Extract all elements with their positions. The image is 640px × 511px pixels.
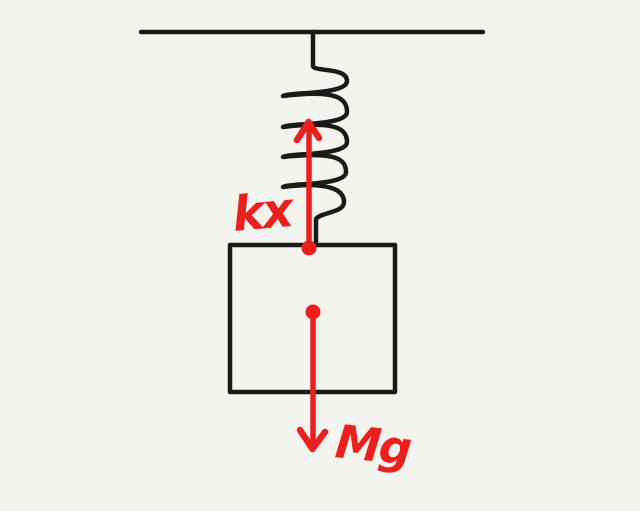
gravity-force-arrow: Mg (296, 304, 414, 476)
gravity-force-arrowhead-icon (296, 426, 329, 453)
spring-coil (280, 29, 350, 248)
spring-force-origin-dot (301, 240, 317, 256)
spring-force-arrowhead-icon (293, 118, 323, 144)
spring-force-arrow: kx (230, 118, 323, 256)
gravity-force-origin-dot (305, 304, 321, 320)
gravity-force-label: Mg (333, 414, 414, 476)
spring-force-label: kx (230, 182, 298, 243)
